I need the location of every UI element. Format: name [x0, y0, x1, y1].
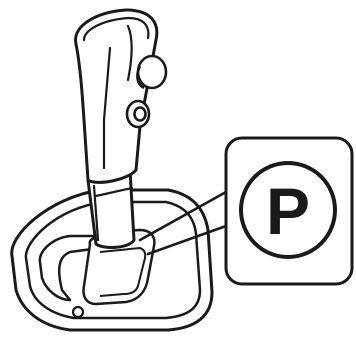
shift-lock-button-icon: [137, 56, 166, 88]
park-gear-letter: P: [266, 174, 310, 248]
secondary-button-icon: [127, 101, 149, 127]
screw-hole: [73, 307, 83, 317]
shift-lever-knob: [76, 10, 157, 182]
